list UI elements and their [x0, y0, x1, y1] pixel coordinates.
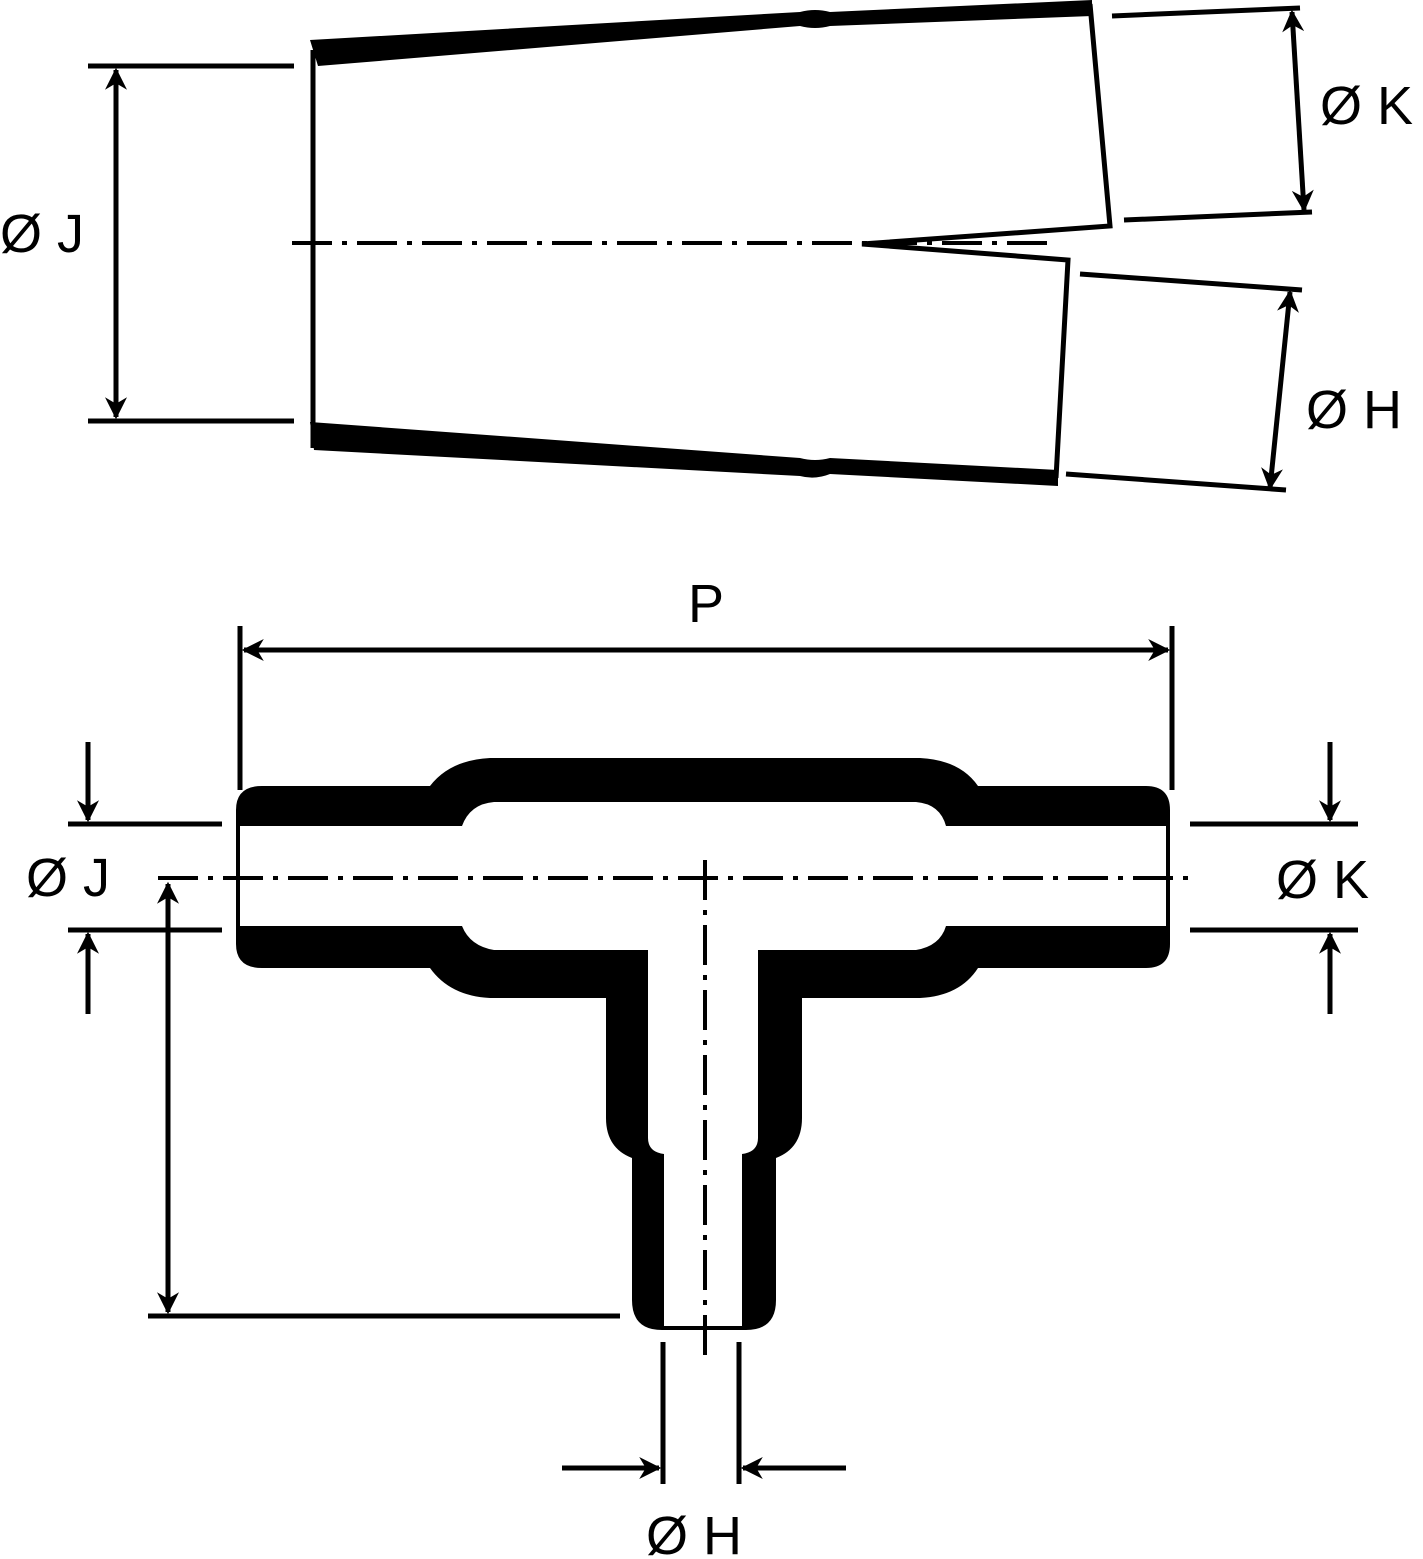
side-view-k-extension-top — [1111, 5, 1301, 19]
side-view-h-dimension-line — [1261, 289, 1299, 491]
side-view-top-wall — [310, 0, 1092, 66]
side-view-h-label: Ø H — [1306, 380, 1402, 440]
front-view-h-label: Ø H — [646, 1506, 742, 1559]
side-view-h-extension-top — [1079, 271, 1303, 293]
side-view-k-label: Ø K — [1320, 76, 1413, 136]
front-view: P Ø J Ø K Ø H — [26, 574, 1369, 1559]
side-view: Ø J Ø K Ø H — [0, 0, 1413, 493]
side-view-bottom-wall — [310, 422, 1058, 486]
front-view-j-label: Ø J — [26, 848, 110, 908]
side-view-k-dimension-line — [1282, 9, 1314, 213]
front-view-k-label: Ø K — [1276, 850, 1369, 910]
side-view-h-extension-bottom — [1065, 471, 1287, 493]
side-view-k-extension-bottom — [1123, 209, 1313, 223]
front-view-p-label: P — [688, 574, 724, 634]
side-view-j-label: Ø J — [0, 204, 84, 264]
